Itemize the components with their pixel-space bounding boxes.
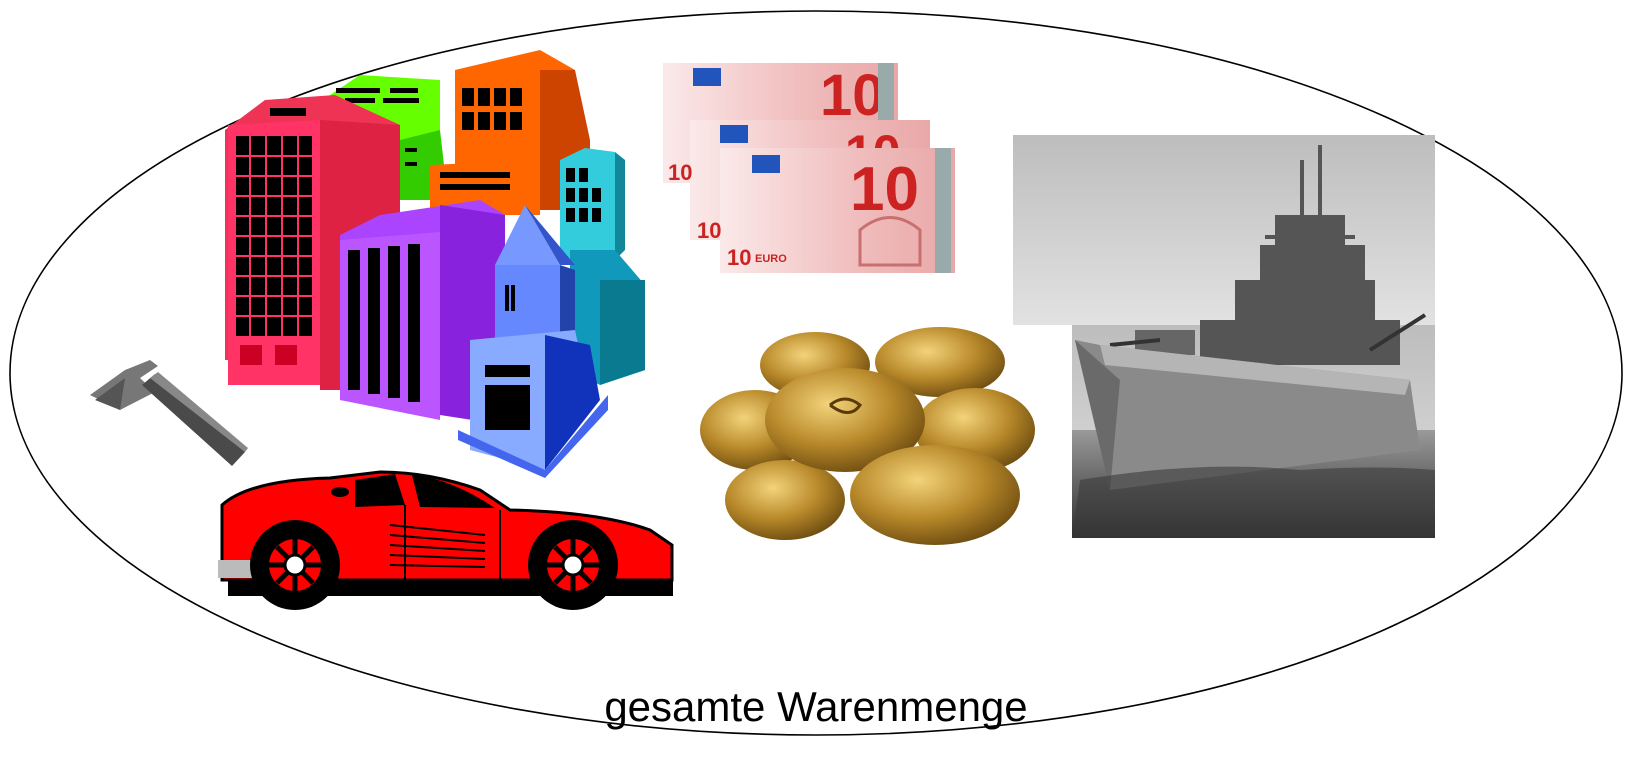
- banknote: 10 10 10 EURO: [697, 148, 955, 273]
- red-sports-car-icon: [218, 470, 674, 610]
- gold-coins-icon: [700, 327, 1035, 545]
- battleship-photo-icon: [1013, 135, 1435, 538]
- note-denomination: 10: [850, 155, 919, 224]
- city-buildings-icon: [225, 50, 645, 478]
- note-denomination-small: 10: [668, 160, 692, 185]
- front-wheel: [528, 520, 618, 610]
- set-ellipse: [9, 10, 1623, 736]
- hammer-icon: [90, 360, 248, 466]
- euro-banknotes-icon: 10 10 10 10 10 10 EURO: [663, 63, 955, 273]
- rear-wheel: [250, 520, 340, 610]
- note-currency: EURO: [755, 253, 787, 265]
- set-caption: gesamte Warenmenge: [604, 683, 1028, 730]
- note-denomination-bottom: 10: [727, 245, 751, 270]
- note-denomination: 10: [820, 63, 885, 128]
- note-denomination-small: 10: [697, 218, 721, 243]
